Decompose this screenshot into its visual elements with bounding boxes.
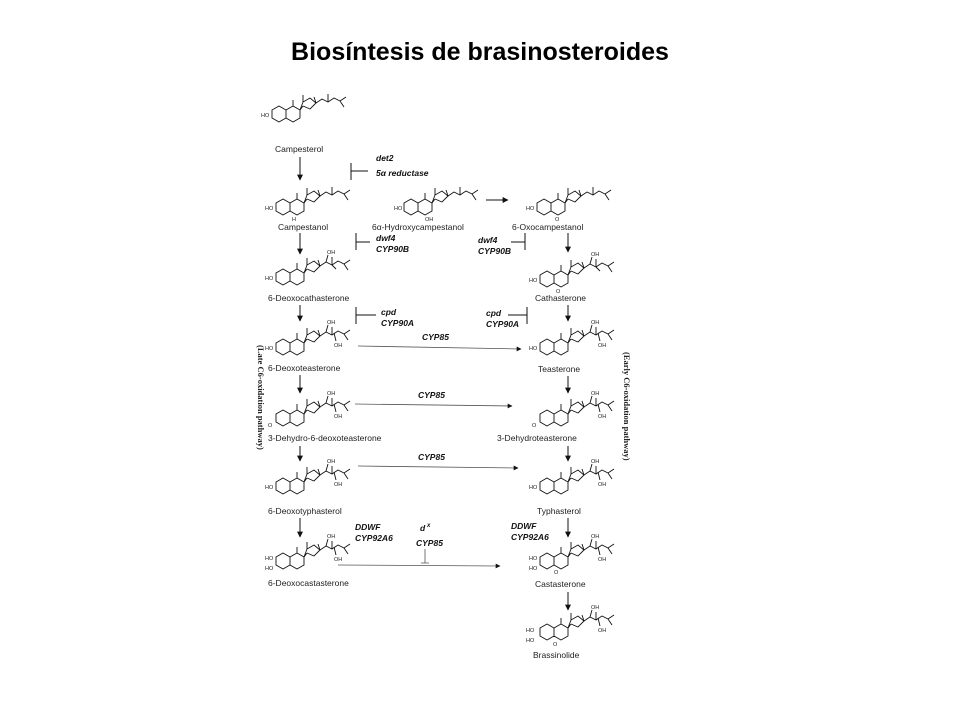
o-label: O (553, 642, 558, 648)
ho-label: HO (394, 206, 403, 212)
compound-6a-hydroxycampestanol: HO OH 6α-Hydroxycampestanol (372, 187, 478, 232)
o-label: O (554, 570, 559, 576)
compound-brassinolide: HO HO O Brassinolide (526, 605, 614, 660)
enzyme-cpd-right-block: cpd CYP90A (486, 307, 528, 329)
h-label: H (292, 217, 296, 223)
o-label: O (556, 289, 561, 295)
enzyme-label: CYP85 (418, 452, 445, 462)
ho-label: HO (529, 556, 538, 562)
compound-label: 6-Oxocampestanol (512, 222, 583, 232)
enzyme-det2-block: det2 5α reductase (350, 153, 429, 180)
compound-label: Campestanol (278, 222, 328, 232)
compound-6-deoxocathasterone: HO 6-Deoxocathasterone (265, 250, 350, 303)
compound-label: 6α-Hydroxycampestanol (372, 222, 464, 232)
late-pathway-label: (Late C6-oxidation pathway) (256, 345, 266, 450)
ho-label: HO (265, 276, 274, 282)
compound-teasterone: HO Teasterone (529, 320, 614, 374)
enzyme-label: cpd (486, 308, 502, 318)
enzyme-label: det2 (376, 153, 394, 163)
o-label: O (555, 217, 560, 223)
ho-label: HO (265, 206, 274, 212)
enzyme-label: cpd (381, 307, 397, 317)
enzyme-label: CYP85 (422, 332, 449, 342)
enzyme-label: DDWF (511, 521, 537, 531)
ho-label: HO (529, 566, 538, 572)
enzyme-ddwf-right: DDWF CYP92A6 (511, 521, 549, 542)
enzyme-label: CYP92A6 (511, 532, 549, 542)
enzyme-label: dwf4 (376, 233, 396, 243)
compound-6-oxocampestanol: HO O 6-Oxocampestanol (512, 187, 611, 232)
ho-label: HO (265, 485, 274, 491)
enzyme-label: x (426, 523, 431, 529)
enzyme-label: CYP90B (478, 246, 511, 256)
enzyme-dwf4-right-block: dwf4 CYP90B (478, 233, 526, 256)
ho-label: HO (529, 278, 538, 284)
compound-6-deoxocastasterone: HO HO 6-Deoxocastasterone (265, 534, 350, 588)
ho-label: HO (526, 638, 535, 644)
ho-label: HO (529, 485, 538, 491)
enzyme-cpd-left-block: cpd CYP90A (355, 307, 414, 328)
compound-cathasterone: HO O Cathasterone (529, 252, 614, 303)
enzyme-label: CYP90A (486, 319, 519, 329)
compound-label: 3-Dehydroteasterone (497, 433, 577, 443)
enzyme-label: CYP90A (381, 318, 414, 328)
compound-label: Campesterol (275, 144, 323, 154)
enzyme-label: CYP85 (416, 538, 443, 548)
compound-label: Typhasterol (537, 506, 581, 516)
compound-label: 6-Deoxocathasterone (268, 293, 350, 303)
ho-label: HO (526, 628, 535, 634)
o-label: O (268, 423, 273, 429)
ho-label: HO (265, 556, 274, 562)
compound-label: 6-Deoxotyphasterol (268, 506, 342, 516)
compound-label: 3-Dehydro-6-deoxoteasterone (268, 433, 382, 443)
enzyme-label: CYP85 (418, 390, 445, 400)
compound-6-deoxotyphasterol: HO 6-Deoxotyphasterol (265, 459, 350, 516)
compound-label: Brassinolide (533, 650, 580, 660)
compound-typhasterol: HO Typhasterol (529, 459, 614, 516)
ho-label: HO (265, 346, 274, 352)
ho-label: HO (529, 346, 538, 352)
compound-label: Cathasterone (535, 293, 586, 303)
compound-label: Teasterone (538, 364, 580, 374)
o-label: O (532, 423, 537, 429)
compound-campestanol: HO H Campestanol (265, 187, 350, 232)
compound-campesterol: HO Campesterol (261, 94, 346, 154)
enzyme-ddwf-left: DDWF CYP92A6 (355, 522, 393, 543)
enzyme-label: dwf4 (478, 235, 498, 245)
compound-3-dehydro-6-deoxoteasterone: O 3-Dehydro-6-deoxoteasterone (268, 391, 382, 443)
enzyme-dwf4-left-block: dwf4 CYP90B (355, 233, 409, 254)
enzyme-dx-cyp85: d x CYP85 (416, 523, 443, 564)
early-pathway-label: (Early C6-oxidation pathway) (622, 352, 632, 461)
enzyme-label: DDWF (355, 522, 381, 532)
enzyme-label: 5α reductase (376, 168, 429, 178)
compound-castasterone: HO HO O Castasterone (529, 534, 614, 589)
ho-label: HO (265, 566, 274, 572)
compound-label: Castasterone (535, 579, 586, 589)
enzyme-label: CYP90B (376, 244, 409, 254)
oh-label: OH (425, 217, 433, 223)
page-title: Biosíntesis de brasinosteroides (291, 38, 669, 66)
compound-3-dehydroteasterone: O 3-Dehydroteasterone (497, 391, 614, 443)
ho-label: HO (261, 113, 270, 119)
enzyme-label: d (420, 523, 426, 533)
compound-6-deoxoteasterone: HO 6-Deoxoteasterone (265, 320, 350, 373)
compound-label: 6-Deoxoteasterone (268, 363, 341, 373)
ho-label: HO (526, 206, 535, 212)
enzyme-label: CYP92A6 (355, 533, 393, 543)
compound-label: 6-Deoxocastasterone (268, 578, 349, 588)
